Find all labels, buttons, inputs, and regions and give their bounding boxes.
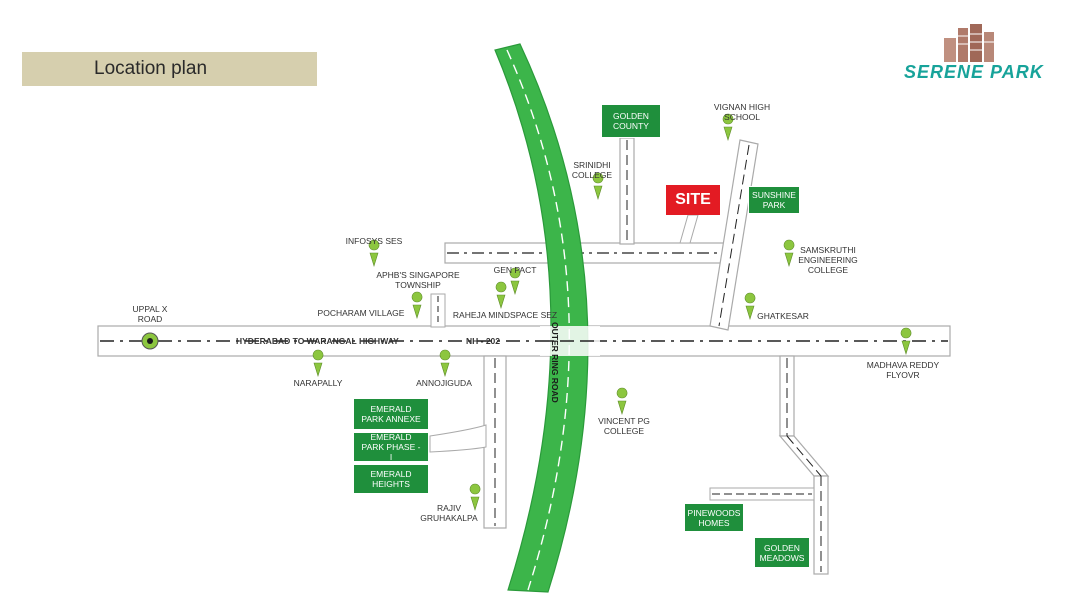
uppal-label: UPPAL X ROAD bbox=[132, 304, 168, 324]
genpact-pin-icon bbox=[509, 267, 521, 296]
upper-road bbox=[444, 242, 729, 264]
vignan-label: VIGNAN HIGH SCHOOL bbox=[713, 102, 771, 122]
raheja-pin-icon bbox=[495, 281, 507, 310]
nh-label: NH - 202 bbox=[466, 336, 501, 346]
madhava-pin-icon bbox=[900, 327, 912, 356]
emerald-park-annexe-box: EMERALD PARK ANNEXE bbox=[353, 398, 429, 430]
genpact-label: GEN PACT bbox=[493, 265, 537, 275]
srinidhi-pin-icon bbox=[592, 172, 604, 201]
orr-label: OUTER RING ROAD bbox=[550, 322, 560, 403]
narapally-pin-icon bbox=[312, 349, 324, 378]
vincent-label: VINCENT PG COLLEGE bbox=[598, 416, 650, 436]
raheja-label: RAHEJA MINDSPACE SEZ bbox=[452, 310, 558, 320]
madhava-label: MADHAVA REDDY FLYOVR bbox=[866, 360, 940, 380]
rajiv-pin-icon bbox=[469, 483, 481, 512]
golden-county-box: GOLDEN COUNTY bbox=[601, 104, 661, 138]
highway-label: HYDERABAD TO WARANGAL HIGHWAY bbox=[236, 336, 399, 346]
annojiguda-pin-icon bbox=[439, 349, 451, 378]
infosys-pin-icon bbox=[368, 239, 380, 268]
samskruthi-label: SAMSKRUTHI ENGINEERING COLLEGE bbox=[798, 245, 858, 275]
page-title: Location plan bbox=[94, 58, 208, 79]
srinidhi-label: SRINIDHI COLLEGE bbox=[571, 160, 613, 180]
narapally-label: NARAPALLY bbox=[293, 378, 343, 388]
emerald-park-phase1-box: EMERALD PARK PHASE - I bbox=[353, 432, 429, 462]
pocharam-label: POCHARAM VILLAGE bbox=[317, 308, 405, 318]
emerald-heights-box: EMERALD HEIGHTS bbox=[353, 464, 429, 494]
building-logo-icon bbox=[944, 24, 994, 62]
ghatkesar-label: GHATKESAR bbox=[757, 311, 809, 321]
rajiv-label: RAJIV GRUHAKALPA bbox=[420, 503, 478, 523]
logo-text: SERENE PARK bbox=[904, 62, 1044, 82]
vignan-pin-icon bbox=[722, 113, 734, 142]
ghatkesar-pin-icon bbox=[744, 292, 756, 321]
sunshine-park-box: SUNSHINE PARK bbox=[748, 186, 800, 214]
site-marker: SITE bbox=[666, 185, 720, 215]
pocharam-pin-icon bbox=[411, 291, 423, 320]
outer-ring-road bbox=[494, 43, 589, 593]
annojiguda-label: ANNOJIGUDA bbox=[416, 378, 472, 388]
aphb-label: APHB'S SINGAPORE TOWNSHIP bbox=[376, 270, 460, 290]
serene-park-logo: SERENE PARK bbox=[900, 22, 1060, 92]
samskruthi-pin-icon bbox=[783, 239, 795, 268]
golden-meadows-box: GOLDEN MEADOWS bbox=[754, 537, 810, 568]
infosys-label: INFOSYS SES bbox=[345, 236, 403, 246]
vincent-pin-icon bbox=[616, 387, 628, 416]
pinewoods-homes-box: PINEWOODS HOMES bbox=[684, 503, 744, 532]
header-bar: Location plan bbox=[22, 52, 317, 86]
